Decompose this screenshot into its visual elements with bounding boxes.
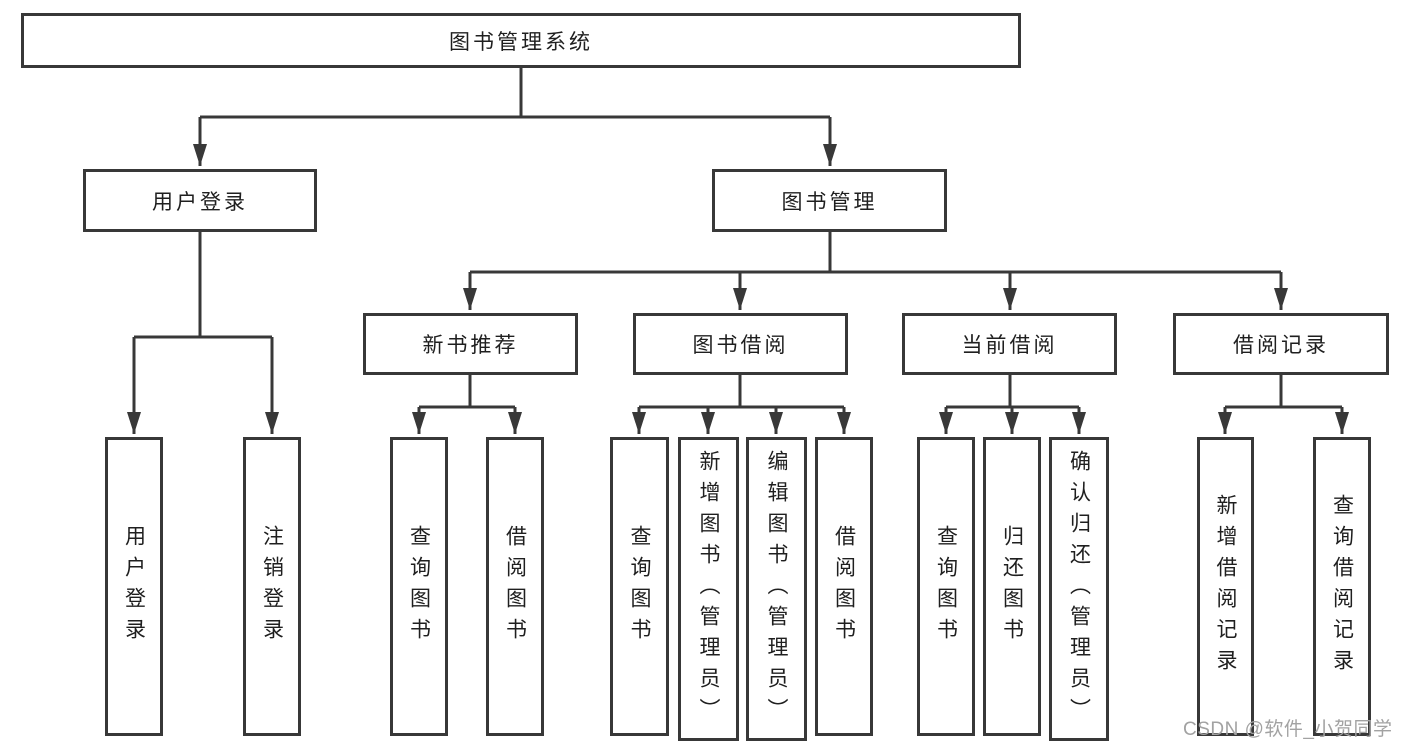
csdn-watermark: CSDN @软件_小贺同学 [1183, 719, 1393, 740]
leaf-recommend-borrow-books: 借阅图书 [486, 437, 544, 736]
node-user-login-branch: 用户登录 [83, 169, 317, 232]
leaf-edit-books-admin: 编辑图书（管理员） [746, 437, 807, 741]
leaf-add-books-admin: 新增图书（管理员） [678, 437, 739, 741]
leaf-query-borrow-record: 查询借阅记录 [1313, 437, 1371, 736]
leaf-confirm-return-admin: 确认归还（管理员） [1049, 437, 1109, 741]
leaf-return-books: 归还图书 [983, 437, 1041, 736]
node-book-borrowing: 图书借阅 [633, 313, 848, 375]
leaf-current-query-books: 查询图书 [917, 437, 975, 736]
leaf-borrow-books: 借阅图书 [815, 437, 873, 736]
node-book-management-branch: 图书管理 [712, 169, 947, 232]
leaf-user-login: 用户登录 [105, 437, 163, 736]
leaf-add-borrow-record: 新增借阅记录 [1197, 437, 1254, 736]
node-library-management-system: 图书管理系统 [21, 13, 1021, 68]
leaf-logout: 注销登录 [243, 437, 301, 736]
node-current-borrowing: 当前借阅 [902, 313, 1117, 375]
node-new-book-recommend: 新书推荐 [363, 313, 578, 375]
node-borrowing-records: 借阅记录 [1173, 313, 1389, 375]
leaf-borrowing-query-books: 查询图书 [610, 437, 669, 736]
leaf-recommend-query-books: 查询图书 [390, 437, 448, 736]
